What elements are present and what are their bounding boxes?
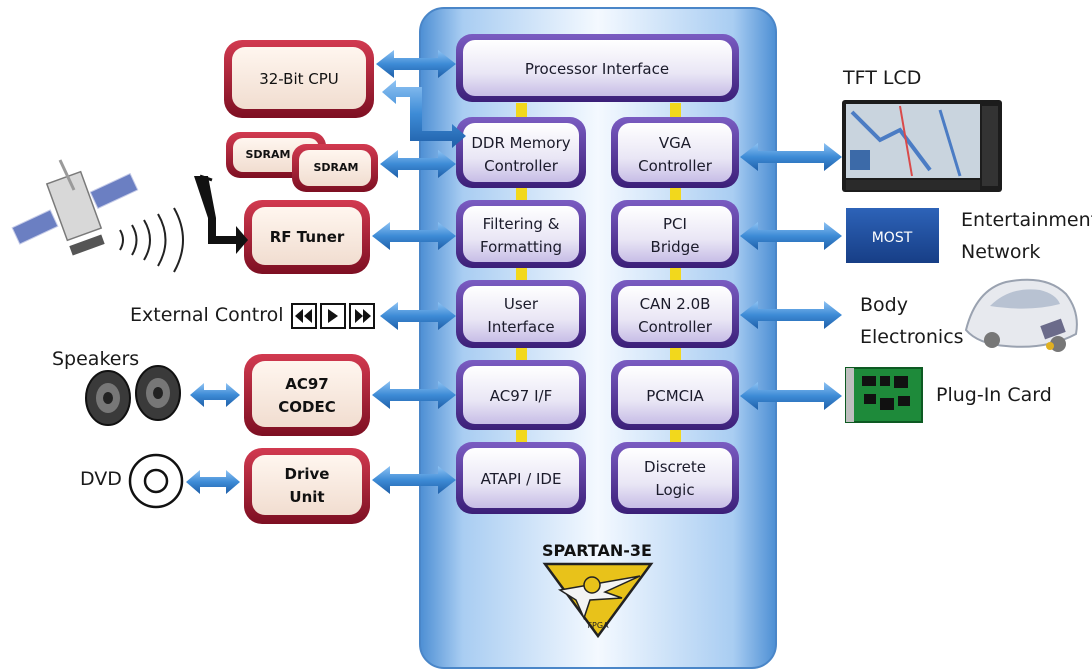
- drive-unit-line1: Drive: [285, 465, 330, 483]
- block-32bit-cpu: 32-Bit CPU: [224, 40, 374, 118]
- filter-label-line2: Formatting: [480, 238, 562, 256]
- link-vga-pci: [670, 188, 681, 200]
- antenna-icon: [194, 174, 248, 254]
- block-atapi-ide: ATAPI / IDE: [456, 442, 586, 514]
- arrow-sdram-ddr: [380, 150, 456, 178]
- block-rf-tuner: RF Tuner: [244, 200, 370, 274]
- ui-label-line2: Interface: [487, 318, 554, 336]
- block-user-interface: User Interface: [456, 280, 586, 348]
- plug-in-card-label: Plug-In Card: [936, 384, 1052, 406]
- play-icon: [320, 303, 346, 329]
- signal-waves-icon: [119, 207, 184, 273]
- arrow-drive-atapi: [372, 466, 456, 494]
- link-pcmcia-discrete: [670, 430, 681, 442]
- dvd-disc-icon: [128, 453, 184, 509]
- satellite-icon: [11, 159, 139, 256]
- link-ac97-atapi: [516, 430, 527, 442]
- block-most: MOST: [846, 208, 939, 263]
- block-vga-controller: VGA Controller: [611, 117, 739, 188]
- speakers-label: Speakers: [52, 348, 140, 370]
- filter-label-line1: Filtering &: [483, 215, 560, 233]
- cpu-label: 32-Bit CPU: [259, 70, 339, 88]
- arrow-rf-filter: [372, 222, 456, 250]
- arrow-dvd-drive: [186, 470, 240, 494]
- sdram1-label: SDRAM: [246, 148, 291, 161]
- arrow-speakers-codec: [190, 383, 240, 407]
- internal-links: [516, 103, 681, 442]
- rf-tuner-label: RF Tuner: [270, 228, 345, 246]
- link-ddr-filter: [516, 188, 527, 200]
- link-proc-vga: [670, 103, 681, 117]
- pcmcia-label: PCMCIA: [646, 387, 704, 405]
- can-label-line1: CAN 2.0B: [640, 295, 711, 313]
- link-can-pcmcia: [670, 348, 681, 360]
- link-filter-ui: [516, 268, 527, 280]
- processor-interface-label: Processor Interface: [525, 60, 669, 78]
- discrete-label-line2: Logic: [655, 481, 694, 499]
- ac97-codec-line1: AC97: [285, 375, 329, 393]
- ddr-label-line2: Controller: [484, 157, 559, 175]
- block-processor-interface: Processor Interface: [456, 34, 739, 102]
- vga-label-line1: VGA: [659, 134, 692, 152]
- block-filtering-formatting: Filtering & Formatting: [456, 200, 586, 268]
- can-label-line2: Controller: [638, 318, 713, 336]
- most-label: MOST: [872, 230, 913, 246]
- block-drive-unit: Drive Unit: [244, 448, 370, 524]
- logo-sub: FPGA: [587, 621, 609, 630]
- atapi-label: ATAPI / IDE: [481, 470, 562, 488]
- arrow-cpu-processor: [376, 50, 456, 78]
- rewind-icon: [291, 303, 317, 329]
- body-electronics-line1: Body: [860, 294, 908, 316]
- block-ddr-memory-controller: DDR Memory Controller: [456, 117, 586, 188]
- plug-in-card-icon: [845, 367, 923, 423]
- drive-unit-line2: Unit: [289, 488, 324, 506]
- link-pci-can: [670, 268, 681, 280]
- arrow-vga-lcd: [740, 143, 842, 171]
- arrow-cpu-ddr: [382, 80, 466, 148]
- arrow-pcmcia-card: [740, 382, 842, 410]
- pci-label-line2: Bridge: [651, 238, 700, 256]
- arrow-extctrl-ui: [380, 302, 456, 330]
- arrow-can-body: [740, 301, 842, 329]
- logo-text: SPARTAN-3E: [542, 541, 652, 560]
- ac97-codec-line2: CODEC: [278, 398, 335, 416]
- fast-forward-icon: [349, 303, 375, 329]
- pci-label-line1: PCI: [663, 215, 687, 233]
- external-control-buttons: [291, 303, 375, 329]
- arrow-pci-most: [740, 222, 842, 250]
- vga-label-line2: Controller: [638, 157, 713, 175]
- link-proc-ddr: [516, 103, 527, 117]
- ddr-label-line1: DDR Memory: [471, 134, 570, 152]
- block-ac97-codec: AC97 CODEC: [244, 354, 370, 436]
- sdram2-label: SDRAM: [314, 161, 359, 174]
- external-control-label: External Control: [130, 304, 284, 326]
- discrete-label-line1: Discrete: [644, 458, 706, 476]
- car-icon: [964, 278, 1078, 352]
- ui-label-line1: User: [504, 295, 539, 313]
- dvd-label: DVD: [80, 468, 122, 490]
- block-ac97-if: AC97 I/F: [456, 360, 586, 430]
- tft-lcd-label: TFT LCD: [843, 67, 922, 89]
- arrow-codec-ac97if: [372, 381, 456, 409]
- body-electronics-line2: Electronics: [860, 326, 964, 348]
- entertainment-label-line2: Network: [961, 241, 1041, 263]
- connection-arrows: [186, 50, 842, 494]
- block-pcmcia: PCMCIA: [611, 360, 739, 430]
- link-ui-ac97: [516, 348, 527, 360]
- block-sdram-2: SDRAM: [292, 144, 378, 192]
- tft-lcd-screen-icon: [842, 100, 1002, 192]
- spartan-3e-logo: SPARTAN-3E FPGA: [542, 541, 654, 639]
- block-discrete-logic: Discrete Logic: [611, 442, 739, 514]
- ac97if-label: AC97 I/F: [490, 387, 552, 405]
- speaker-icon: [85, 365, 181, 426]
- entertainment-label-line1: Entertainment: [961, 209, 1092, 231]
- block-can-controller: CAN 2.0B Controller: [611, 280, 739, 348]
- block-pci-bridge: PCI Bridge: [611, 200, 739, 268]
